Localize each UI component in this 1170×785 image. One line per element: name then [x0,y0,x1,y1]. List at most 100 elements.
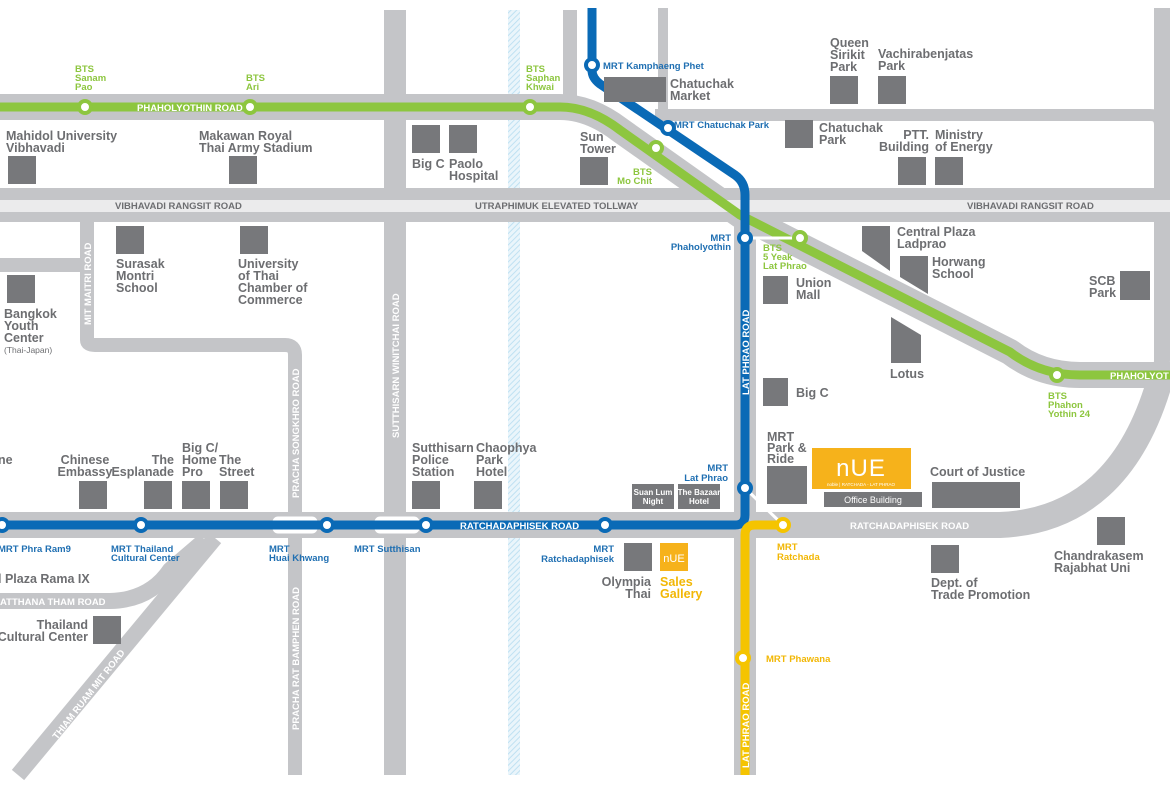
station-bts-5-yeak[interactable] [792,230,808,246]
mrt-blue-line [0,8,750,530]
building-block [624,543,652,571]
map-label: The Bazaar [678,488,721,497]
map-label: Hospital [449,169,498,183]
station-mrt-lat-phrao[interactable] [737,480,753,496]
map-label: MRT Phra Ram9 [0,544,71,555]
map-label: Chandrakasem [1054,549,1144,563]
map-label: nUE [836,455,886,482]
map-label: BTS [526,64,545,75]
station-mrt-thailand-cultural-center[interactable] [133,517,149,533]
map-label: Bangkok [4,307,57,321]
building-block [678,484,720,509]
thiam-ruam-mit-road [11,532,222,781]
map-label: School [932,267,974,281]
station-mrt-phra-ram9[interactable] [0,517,10,533]
building-block [1120,271,1150,300]
map-label: Saphan [526,73,561,84]
project-logo[interactable]: nUE noble | RATCHADA - LAT PHRAO [812,448,911,489]
map-label: Chatuchak [670,77,734,91]
station-mrt-ratchada[interactable] [775,517,791,533]
map-label: Cultural Center [111,553,180,564]
map-label: Yothin 24 [1048,409,1091,420]
map-label: Park & [767,441,807,455]
building-block [763,378,788,406]
station-bts-mo-chit[interactable] [648,140,664,156]
building-block [220,481,248,509]
map-label: Big C/ [182,441,219,455]
map-label: Tower [580,142,616,156]
building-block [412,481,440,509]
map-label: Makawan Royal [199,129,292,143]
stations[interactable] [0,57,1065,666]
road-label: THIAM RUAM MIT ROAD [51,648,128,742]
map-label: ne [0,453,13,467]
road-label: MIT MAITRI ROAD [83,243,94,325]
station-mrt-kamphaeng-phet[interactable] [584,57,600,73]
map-label: BTS [1048,391,1067,402]
building-block [7,275,35,303]
station-bts-phahon-24[interactable] [1049,367,1065,383]
road-label: VIBHAVADI RANGSIT ROAD [967,201,1094,212]
place-label: PTT.Building [879,128,929,154]
road-label: RATCHADAPHISEK ROAD [850,521,969,532]
station-mrt-chatuchak-park[interactable] [660,120,676,136]
map-label: Surasak [116,257,165,271]
station-mrt-sutthisan[interactable] [418,517,434,533]
map-label: MRT Thailand [111,544,173,555]
building-block [8,156,36,184]
map-label: Chaophya [476,441,537,455]
map-label: Mo Chit [617,176,653,187]
map-label: Sanam [75,73,106,84]
road-label: PHAHOLYOTHIN ROAD [137,103,243,114]
map-label: Park [1089,286,1116,300]
station-mrt-phaholyothin[interactable] [737,230,753,246]
map-label: School [116,281,158,295]
map-label: Sales [660,575,693,589]
building-block [932,482,1020,508]
station-mrt-ratchadaphisek[interactable] [597,517,613,533]
map-label: noble | RATCHADA - LAT PHRAO [827,482,895,487]
station-bts-saphan-khwai[interactable] [522,99,538,115]
map-label: MRT [777,542,798,553]
ratchadaphisek-road [0,376,1170,538]
map-label: Lat Phrao [763,261,807,272]
map-label: Park [830,60,857,74]
sales-gallery-marker[interactable]: nUE [660,543,688,571]
map-label: Ladprao [897,237,947,251]
building-block [0,200,1170,212]
mrt-yellow-line [740,520,783,775]
map-label: Huai Khwang [269,553,329,564]
map-label: Big C [796,386,829,400]
map-label: MRT Kamphaeng Phet [603,61,705,72]
map-label: Home [182,453,217,467]
station-bts-ari[interactable] [242,99,258,115]
station-mrt-phawana[interactable] [735,650,751,666]
elevated-rail-corridor [508,10,520,775]
buildings [7,76,1150,644]
station-mrt-huai-khwang[interactable] [319,517,335,533]
building-block [449,125,477,153]
station-bts-sanam-pao[interactable] [77,99,93,115]
map-label: MRT Chatuchak Park [674,120,770,131]
map-label: Sutthisarn [412,441,474,455]
map-label: MRT [707,463,728,474]
map-label: Ari [246,82,259,93]
map-label: Gallery [660,587,702,601]
